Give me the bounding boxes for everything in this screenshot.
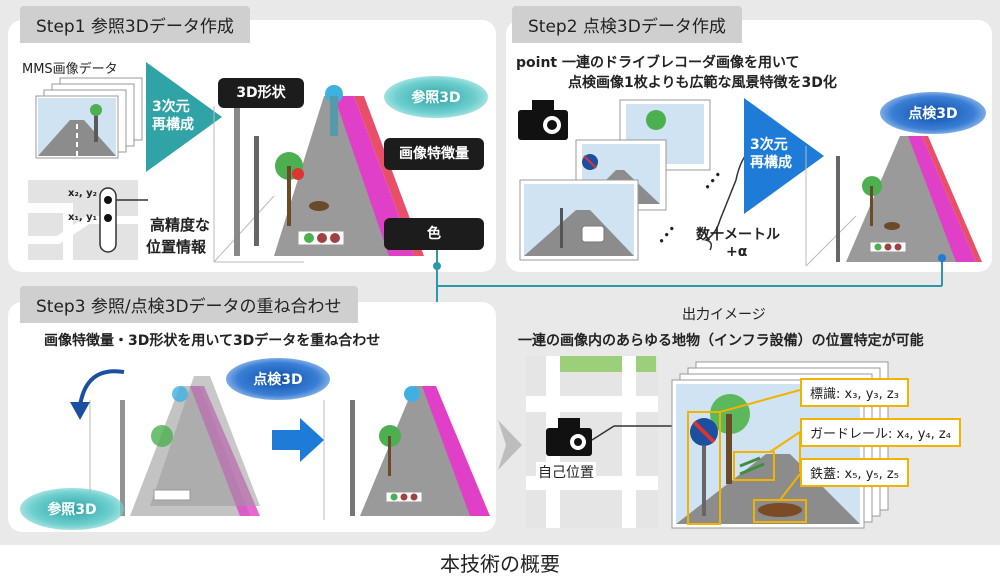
coord-bottom-label: x₁, y₁ bbox=[68, 212, 98, 223]
point-line-1: point 一連のドライブレコーダ画像を用いて bbox=[516, 55, 800, 71]
step2-tab: Step2 点検3Dデータ作成 bbox=[512, 6, 742, 43]
map-icon bbox=[28, 180, 148, 260]
position-label-1: 高精度な bbox=[150, 216, 211, 234]
callout-guardrail-label: ガードレール: bbox=[810, 427, 893, 442]
ref3d-oval-step3: 参照3D bbox=[20, 488, 124, 530]
distance-label-2: +α bbox=[726, 244, 748, 260]
insp-3d-street-scene bbox=[805, 136, 982, 267]
callout-guardrail-coords: x₄, y₄, z₄ bbox=[896, 427, 951, 442]
overview-diagram: Step1 参照3Dデータ作成 MMS画像データ x₂, y₂ x₁, y₁ 3… bbox=[0, 0, 1000, 545]
mms-image-stack bbox=[35, 77, 143, 159]
color-badge: 色 bbox=[384, 218, 484, 250]
self-position-label: 自己位置 bbox=[536, 462, 596, 482]
self-position-dashcam-icon bbox=[546, 418, 592, 456]
dashcam-image-sequence bbox=[519, 99, 711, 261]
distance-label-1: 数十メートル bbox=[696, 227, 780, 243]
connector-lines bbox=[433, 250, 946, 312]
output-title: 出力イメージ bbox=[682, 307, 766, 323]
dashcam-icon bbox=[518, 100, 568, 140]
callout-manhole-coords: x₅, y₅, z₅ bbox=[844, 467, 899, 482]
ref3d-oval-step1: 参照3D bbox=[384, 76, 488, 118]
insp3d-oval-step3: 点検3D bbox=[226, 358, 330, 400]
step3-subtitle: 画像特徴量・3D形状を用いて3Dデータを重ね合わせ bbox=[44, 333, 381, 349]
position-label-2: 位置情報 bbox=[146, 238, 207, 256]
ref-3d-street-scene bbox=[213, 85, 424, 263]
coord-top-label: x₂, y₂ bbox=[68, 188, 98, 199]
chevron-right-icon bbox=[498, 420, 522, 470]
point-line-2: 点検画像1枚よりも広範な風景特徴を3D化 bbox=[568, 75, 837, 91]
shape-badge: 3D形状 bbox=[218, 78, 304, 108]
insp3d-oval-step2: 点検3D bbox=[880, 92, 986, 134]
callout-sign: 標識: x₃, y₃, z₃ bbox=[800, 378, 909, 407]
callout-manhole-label: 鉄蓋: bbox=[810, 467, 841, 482]
callout-sign-label: 標識: bbox=[810, 387, 841, 402]
step2-arrow-label-2: 再構成 bbox=[750, 155, 792, 171]
feature-badge: 画像特徴量 bbox=[384, 138, 484, 170]
rotate-arrow-icon bbox=[70, 369, 125, 420]
figure-caption: 本技術の概要 bbox=[440, 552, 560, 576]
callout-sign-coords: x₃, y₃, z₃ bbox=[844, 387, 899, 402]
step1-arrow-label-2: 再構成 bbox=[152, 117, 194, 133]
output-subtitle: 一連の画像内のあらゆる地物（インフラ設備）の位置特定が可能 bbox=[518, 333, 924, 349]
step3-tab: Step3 参照/点検3Dデータの重ね合わせ bbox=[20, 286, 358, 323]
overlay-after-scene bbox=[323, 386, 490, 520]
step1-arrow-label-1: 3次元 bbox=[152, 99, 190, 115]
distance-bracket bbox=[704, 149, 751, 251]
step1-tab: Step1 参照3Dデータ作成 bbox=[20, 6, 250, 43]
callout-manhole: 鉄蓋: x₅, y₅, z₅ bbox=[800, 458, 909, 487]
self-position-leader bbox=[591, 425, 678, 441]
callout-guardrail: ガードレール: x₄, y₄, z₄ bbox=[800, 418, 961, 447]
step2-arrow-label-1: 3次元 bbox=[750, 137, 788, 153]
mms-label: MMS画像データ bbox=[22, 62, 118, 77]
reconstruct-arrow-blue bbox=[744, 98, 824, 214]
overlay-right-arrow bbox=[272, 418, 324, 462]
reconstruct-arrow-teal bbox=[146, 62, 222, 172]
overlay-before-scene bbox=[89, 376, 260, 520]
